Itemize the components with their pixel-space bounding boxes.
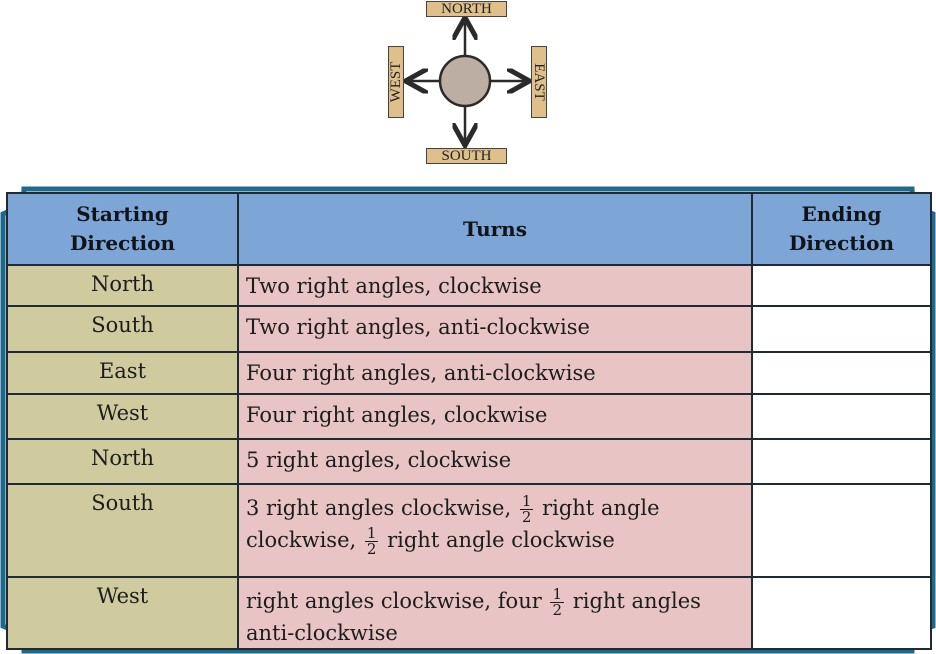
fraction-denominator: 2	[552, 601, 562, 619]
west-label-text: WEST	[388, 61, 404, 103]
start-cell: South	[6, 305, 239, 353]
west-label: WEST	[388, 46, 404, 118]
compass-center	[438, 54, 492, 108]
ending-direction-cell[interactable]	[751, 438, 932, 485]
turns-cell: Four right angles, anti-clockwise	[237, 351, 753, 395]
compass-arrows	[380, 0, 550, 168]
table-header-row: Starting Direction Turns Ending Directio…	[6, 192, 932, 266]
north-label: NORTH	[426, 1, 507, 17]
turns-text: 3 right angles clockwise,	[246, 496, 512, 520]
fraction-numerator: 1	[364, 524, 379, 542]
ending-direction-cell[interactable]	[751, 351, 932, 395]
east-label-text: EAST	[531, 63, 547, 101]
turns-cell: 5 right angles, clockwise	[237, 438, 753, 485]
south-label: SOUTH	[426, 148, 507, 164]
directions-table-container: Starting Direction Turns Ending Directio…	[0, 186, 936, 654]
compass-diagram: NORTH SOUTH WEST EAST	[380, 0, 550, 168]
header-ending-line2: Direction	[788, 231, 895, 255]
header-ending-line1: Ending	[801, 202, 882, 226]
ending-direction-cell[interactable]	[751, 576, 932, 650]
ending-direction-cell[interactable]	[751, 305, 932, 353]
start-cell: North	[6, 438, 239, 485]
table-row: East Four right angles, anti-clockwise	[6, 351, 932, 395]
table-row: South Two right angles, anti-clockwise	[6, 305, 932, 353]
start-cell: South	[6, 483, 239, 578]
ending-direction-cell[interactable]	[751, 483, 932, 578]
directions-table: Starting Direction Turns Ending Directio…	[6, 192, 932, 650]
turns-cell: Two right angles, anti-clockwise	[237, 305, 753, 353]
turns-text: right angle clockwise,	[246, 496, 660, 552]
turns-text: right angles clockwise, four	[246, 589, 542, 613]
fraction-numerator: 1	[519, 492, 534, 510]
ending-direction-cell[interactable]	[751, 264, 932, 307]
ending-direction-cell[interactable]	[751, 393, 932, 440]
header-starting-line1: Starting	[76, 202, 169, 226]
turns-text: right angles anti-clockwise	[246, 589, 701, 645]
header-starting-direction: Starting Direction	[6, 192, 239, 266]
header-turns: Turns	[237, 192, 753, 266]
fraction-denominator: 2	[366, 540, 377, 558]
turns-cell: Four right angles, clockwise	[237, 393, 753, 440]
header-ending-direction: Ending Direction	[751, 192, 932, 266]
east-label: EAST	[531, 46, 547, 118]
table-row: North Two right angles, clockwise	[6, 264, 932, 307]
start-cell: West	[6, 393, 239, 440]
table-row: North 5 right angles, clockwise	[6, 438, 932, 485]
start-cell: West	[6, 576, 239, 650]
fraction-numerator: 1	[550, 585, 564, 603]
fraction-denominator: 2	[521, 508, 532, 526]
start-cell: East	[6, 351, 239, 395]
turns-text: right angle clockwise	[387, 528, 615, 552]
start-cell: North	[6, 264, 239, 307]
table-row: West Four right angles, clockwise	[6, 393, 932, 440]
turns-cell: Two right angles, clockwise	[237, 264, 753, 307]
header-starting-line2: Direction	[69, 231, 176, 255]
